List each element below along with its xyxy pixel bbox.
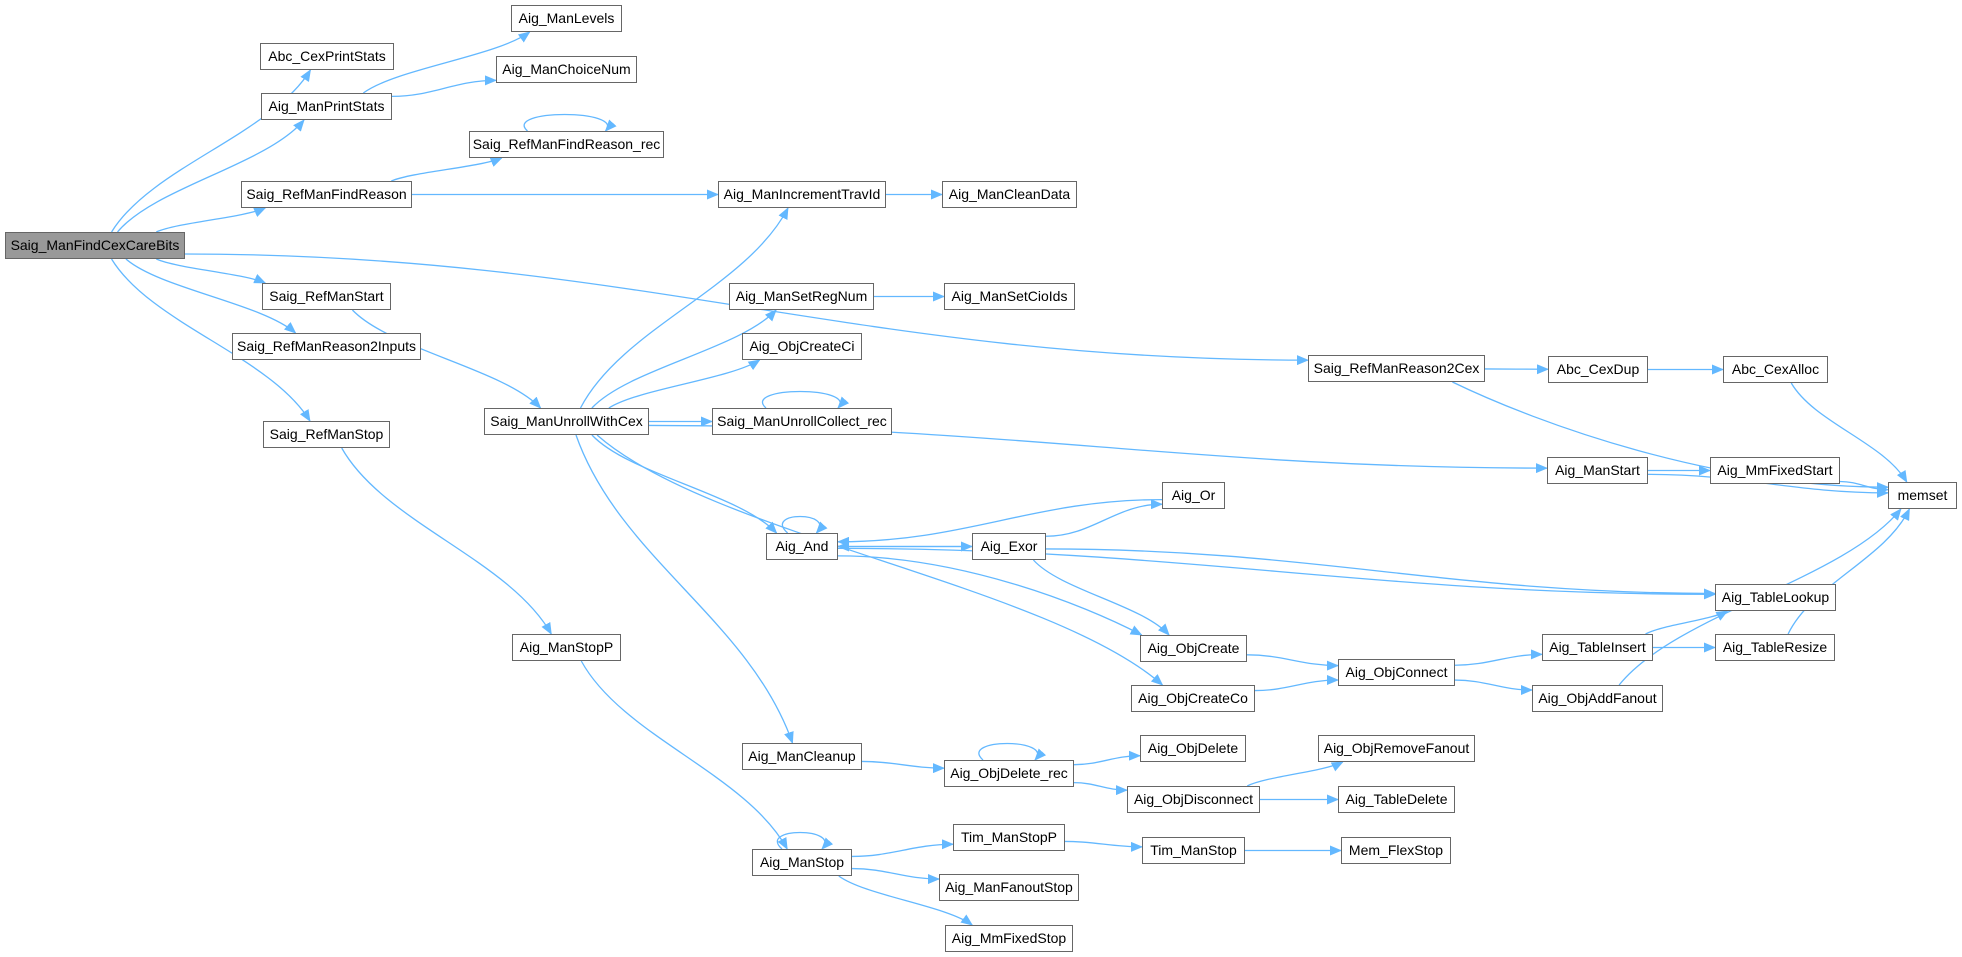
call-edge xyxy=(1045,548,1716,599)
call-edge xyxy=(1454,679,1533,696)
function-node[interactable]: Aig_ManStop xyxy=(752,849,852,876)
call-edge xyxy=(1246,654,1339,671)
call-edge xyxy=(1045,499,1163,537)
call-edge xyxy=(861,760,945,774)
function-node[interactable]: Aig_TableInsert xyxy=(1542,634,1653,661)
function-node[interactable]: Aig_ManCleanup xyxy=(742,743,862,770)
call-edge xyxy=(1839,480,1889,495)
call-edge xyxy=(125,258,297,334)
call-edge xyxy=(838,875,974,926)
call-edge xyxy=(1790,382,1908,483)
call-edge xyxy=(837,547,1716,600)
call-edge xyxy=(1064,840,1143,852)
function-node[interactable]: Aig_ManCleanData xyxy=(942,181,1077,208)
call-edge xyxy=(156,207,267,233)
call-edge xyxy=(1032,559,1170,636)
call-edge xyxy=(851,867,940,885)
recursive-call-edge xyxy=(762,390,850,409)
function-node[interactable]: Aig_MmFixedStart xyxy=(1710,457,1840,484)
function-node[interactable]: Aig_ManIncrementTravId xyxy=(718,181,886,208)
recursive-call-edge xyxy=(776,831,834,850)
call-edge xyxy=(837,555,1143,636)
function-node[interactable]: Mem_FlexStop xyxy=(1341,837,1451,864)
call-edge xyxy=(1454,649,1543,666)
function-node[interactable]: Abc_CexDup xyxy=(1548,356,1648,383)
call-edge xyxy=(596,434,1164,686)
call-edge xyxy=(591,434,778,534)
function-node[interactable]: Aig_ObjDisconnect xyxy=(1127,786,1260,813)
function-node[interactable]: Aig_ObjDelete_rec xyxy=(944,760,1074,787)
call-edge xyxy=(362,31,531,94)
function-node[interactable]: Aig_TableResize xyxy=(1715,634,1835,661)
function-node[interactable]: Saig_RefManStart xyxy=(262,283,391,310)
call-edge xyxy=(110,258,311,422)
function-node[interactable]: Aig_TableDelete xyxy=(1338,786,1455,813)
call-edge xyxy=(1246,761,1344,787)
call-edge xyxy=(1073,750,1141,766)
call-edge xyxy=(1073,782,1128,796)
function-node[interactable]: Aig_ManLevels xyxy=(511,5,622,32)
function-node[interactable]: Saig_ManUnrollCollect_rec xyxy=(712,408,892,435)
function-node[interactable]: Aig_ManPrintStats xyxy=(261,93,392,120)
function-node[interactable]: Saig_RefManReason2Cex xyxy=(1308,355,1485,382)
function-node[interactable]: Aig_ManSetRegNum xyxy=(729,283,874,310)
call-edge xyxy=(1787,508,1910,635)
function-node[interactable]: Aig_ObjRemoveFanout xyxy=(1318,735,1475,762)
function-node[interactable]: Aig_ObjCreateCi xyxy=(742,333,862,360)
call-edge xyxy=(1254,674,1339,692)
function-node[interactable]: Abc_CexAlloc xyxy=(1723,356,1828,383)
function-node[interactable]: Aig_ManFanoutStop xyxy=(939,874,1079,901)
function-node[interactable]: Aig_Or xyxy=(1162,482,1225,509)
call-edge xyxy=(1645,610,1729,635)
function-node[interactable]: Aig_ManStopP xyxy=(512,634,621,661)
function-node[interactable]: memset xyxy=(1888,482,1957,509)
function-node[interactable]: Aig_ObjCreateCo xyxy=(1131,685,1255,712)
call-edge xyxy=(156,258,267,284)
function-node[interactable]: Tim_ManStop xyxy=(1142,837,1245,864)
call-edge xyxy=(591,309,777,409)
function-node[interactable]: Aig_ObjCreate xyxy=(1140,635,1247,662)
call-edge xyxy=(608,359,761,409)
function-node[interactable]: Aig_Exor xyxy=(972,533,1046,560)
call-edge xyxy=(851,839,954,858)
function-node[interactable]: Aig_ManStart xyxy=(1547,457,1648,484)
function-node[interactable]: Aig_MmFixedStop xyxy=(945,925,1073,952)
function-node[interactable]: Aig_ObjAddFanout xyxy=(1532,685,1663,712)
function-node[interactable]: Saig_ManUnrollWithCex xyxy=(484,408,649,435)
function-node[interactable]: Saig_RefManStop xyxy=(263,421,390,448)
call-edge xyxy=(391,157,503,182)
root-function-node: Saig_ManFindCexCareBits xyxy=(5,232,185,259)
recursive-call-edge xyxy=(523,113,617,132)
function-node[interactable]: Aig_TableLookup xyxy=(1715,584,1836,611)
call-edge xyxy=(391,75,497,98)
call-edge xyxy=(837,498,1163,547)
function-node[interactable]: Aig_ObjConnect xyxy=(1338,659,1455,686)
function-node[interactable]: Saig_RefManFindReason xyxy=(241,181,412,208)
function-node[interactable]: Abc_CexPrintStats xyxy=(260,43,394,70)
function-node[interactable]: Aig_ObjDelete xyxy=(1140,735,1246,762)
call-edge xyxy=(341,447,552,635)
call-edge xyxy=(351,309,542,409)
call-edge xyxy=(579,207,789,409)
function-node[interactable]: Saig_RefManReason2Inputs xyxy=(232,333,421,360)
function-node[interactable]: Saig_RefManFindReason_rec xyxy=(469,131,664,158)
call-edge xyxy=(575,434,794,744)
recursive-call-edge xyxy=(781,515,828,534)
call-edge xyxy=(116,119,305,233)
call-edge xyxy=(580,660,788,850)
function-node[interactable]: Aig_ManSetCioIds xyxy=(944,283,1075,310)
function-node[interactable]: Aig_And xyxy=(766,533,838,560)
function-node[interactable]: Tim_ManStopP xyxy=(953,824,1065,851)
recursive-call-edge xyxy=(978,742,1047,761)
function-node[interactable]: Aig_ManChoiceNum xyxy=(496,56,637,83)
